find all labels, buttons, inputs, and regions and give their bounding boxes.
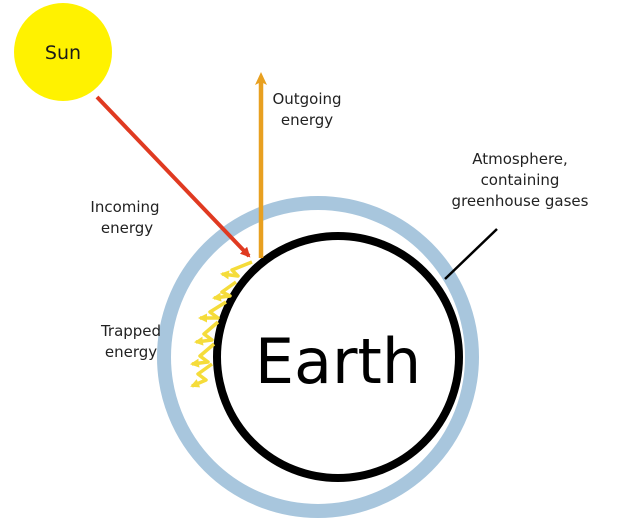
atmosphere-label-line-1: Atmosphere, [472, 150, 568, 168]
outgoing-energy-label: Outgoing energy [272, 90, 341, 129]
trapped-label-line-1: Trapped [100, 322, 161, 340]
trapped-energy-label: Trapped energy [100, 322, 161, 361]
atmosphere-label-line-3: greenhouse gases [452, 192, 589, 210]
atmosphere-label-line-2: containing [481, 171, 560, 189]
incoming-label-line-2: energy [101, 219, 153, 237]
outgoing-label-line-1: Outgoing [272, 90, 341, 108]
incoming-energy-arrow [95, 95, 251, 258]
incoming-energy-label: Incoming energy [90, 198, 159, 237]
trapped-energy-arrows [190, 260, 253, 388]
earth-circle [213, 232, 463, 482]
atmosphere-label: Atmosphere, containing greenhouse gases [452, 150, 589, 210]
atmosphere-pointer-line [444, 228, 498, 280]
sun-label: Sun [45, 42, 81, 64]
outgoing-label-line-2: energy [281, 111, 333, 129]
atmosphere-ring [157, 196, 479, 518]
sun-circle [14, 3, 112, 101]
trapped-label-line-2: energy [105, 343, 157, 361]
earth-label: Earth [255, 325, 421, 398]
incoming-label-line-1: Incoming [90, 198, 159, 216]
